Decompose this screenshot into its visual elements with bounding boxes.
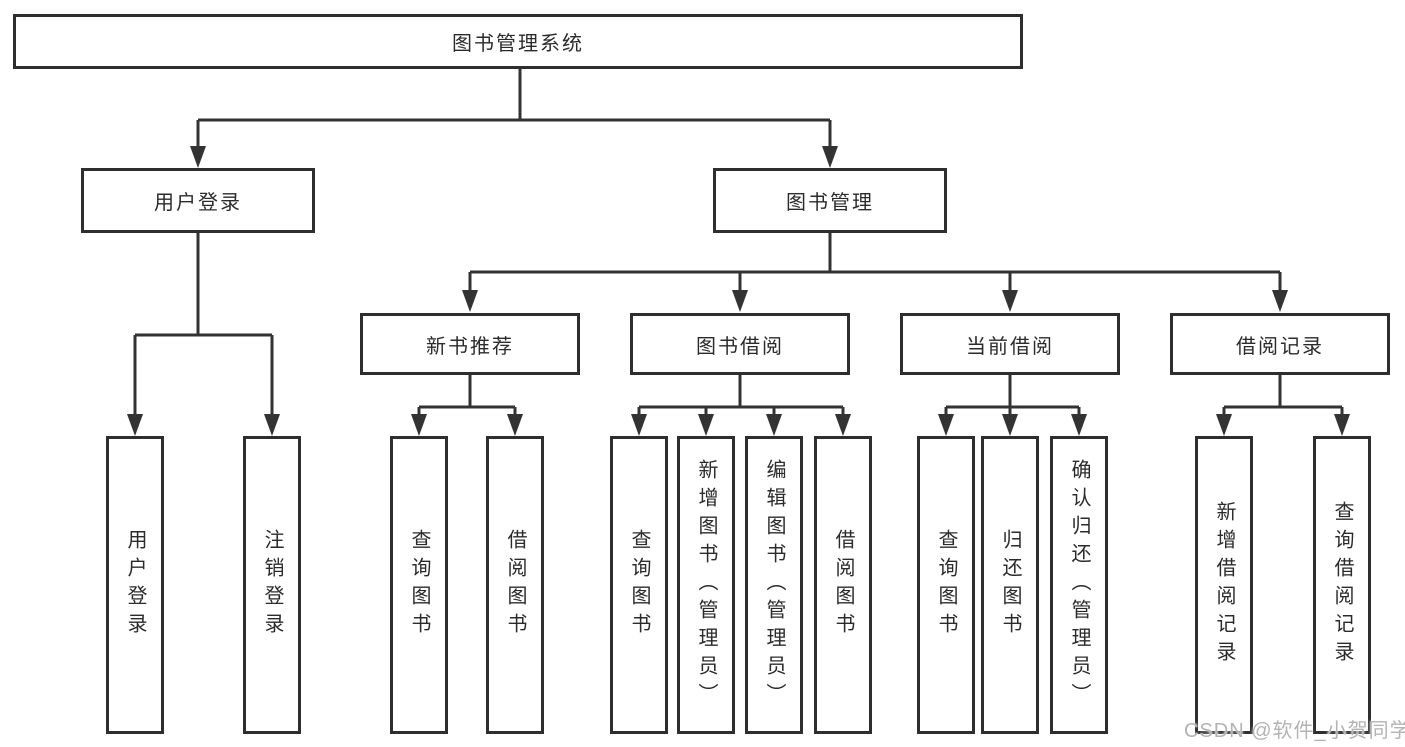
leaf-return-books: 归还图书	[981, 436, 1039, 734]
leaf-label: 用户登录	[124, 529, 146, 641]
node-borrowing-records: 借阅记录	[1170, 313, 1390, 375]
node-label: 用户登录	[154, 192, 242, 214]
leaf-confirm-return-admin: 确认归还（管理员）	[1050, 436, 1108, 734]
leaf-label: 编辑图书（管理员）	[763, 459, 785, 711]
leaf-query-borrow-record: 查询借阅记录	[1313, 436, 1371, 734]
node-new-book-recommendation: 新书推荐	[360, 313, 580, 375]
node-book-borrowing: 图书借阅	[630, 313, 850, 375]
leaf-label: 查询借阅记录	[1331, 501, 1353, 669]
node-label: 图书借阅	[696, 335, 784, 358]
leaf-add-borrow-record: 新增借阅记录	[1195, 436, 1253, 734]
leaf-label: 新增借阅记录	[1213, 501, 1235, 669]
leaf-query-books-current: 查询图书	[917, 436, 975, 734]
leaf-query-books-recommend: 查询图书	[390, 436, 448, 734]
leaf-label: 新增图书（管理员）	[695, 459, 717, 711]
node-label: 当前借阅	[966, 335, 1054, 358]
node-user-login: 用户登录	[81, 168, 315, 233]
leaf-borrow-books-recommend: 借阅图书	[486, 436, 544, 734]
leaf-label: 确认归还（管理员）	[1068, 459, 1090, 711]
leaf-query-books-borrow: 查询图书	[610, 436, 668, 734]
node-current-borrowing: 当前借阅	[900, 313, 1120, 375]
leaf-label: 注销登录	[261, 529, 283, 641]
leaf-label: 借阅图书	[504, 529, 526, 641]
node-book-management: 图书管理	[713, 168, 947, 233]
node-label: 新书推荐	[426, 335, 514, 358]
leaf-label: 归还图书	[999, 529, 1021, 641]
leaf-label: 查询图书	[935, 529, 957, 641]
leaf-borrow-books: 借阅图书	[814, 436, 872, 734]
leaf-label: 查询图书	[628, 529, 650, 641]
node-library-management-system: 图书管理系统	[13, 14, 1023, 69]
csdn-watermark: CSDN @软件_小贺同学	[1184, 720, 1405, 742]
leaf-add-books-admin: 新增图书（管理员）	[677, 436, 735, 734]
node-label: 借阅记录	[1236, 335, 1324, 358]
leaf-logout: 注销登录	[243, 436, 301, 734]
leaf-user-login: 用户登录	[106, 436, 164, 734]
leaf-edit-books-admin: 编辑图书（管理员）	[745, 436, 803, 734]
leaf-label: 查询图书	[408, 529, 430, 641]
node-label: 图书管理系统	[452, 33, 584, 55]
node-label: 图书管理	[786, 192, 874, 214]
leaf-label: 借阅图书	[832, 529, 854, 641]
